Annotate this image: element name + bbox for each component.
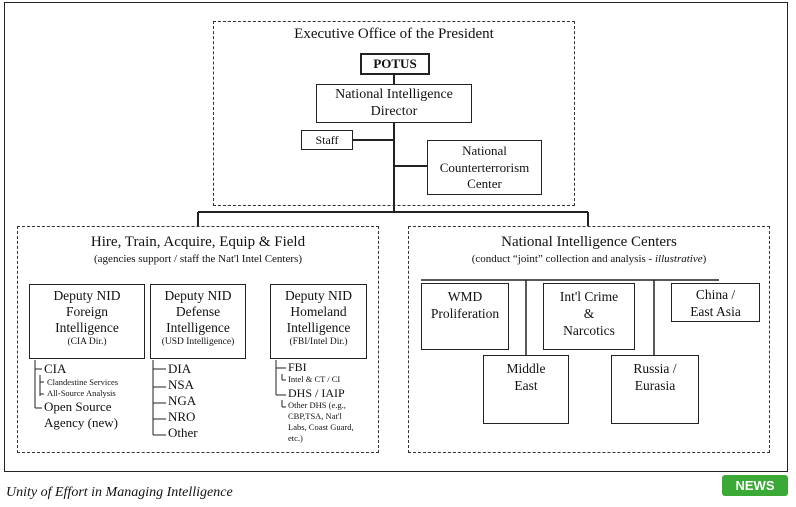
defense-list: DIA NSA NGA NRO Other [168, 361, 248, 441]
defense-item-other: Other [168, 425, 198, 440]
intel-centers-subtitle-end: ) [702, 253, 707, 265]
deputy-foreign-note: (CIA Dir.) [67, 337, 107, 347]
deputy-foreign-line1: Deputy NID [53, 288, 121, 303]
crime-line1: Int'l Crime [559, 289, 619, 304]
middle-east-line1: Middle [506, 361, 546, 376]
crime-line3: Narcotics [563, 323, 615, 338]
deputy-foreign-box: Deputy NID Foreign Intelligence (CIA Dir… [29, 284, 145, 359]
china-line1: China / [695, 287, 736, 302]
foreign-item-analysis: All-Source Analysis [47, 388, 116, 398]
staff-box: Staff [301, 130, 353, 150]
hire-train-container [17, 226, 379, 453]
dni-label-line1: National Intelligence [335, 87, 453, 102]
homeland-item-intel-ct: Intel & CT / CI [288, 374, 341, 384]
foreign-item-agency-new: Agency (new) [44, 415, 118, 430]
deputy-defense-line2: Defense [175, 304, 221, 319]
deputy-defense-line3: Intelligence [166, 320, 230, 335]
hire-train-subtitle: (agencies support / staff the Nat'l Inte… [94, 253, 302, 265]
foreign-list: CIA Clandestine Services All-Source Anal… [44, 361, 154, 431]
homeland-item-cbp-tsa: CBP,TSA, Nat'l [288, 411, 342, 421]
staff-label: Staff [315, 133, 339, 147]
defense-item-nga: NGA [168, 393, 197, 408]
foreign-item-clandestine: Clandestine Services [47, 377, 119, 387]
russia-line2: Eurasia [634, 378, 676, 393]
intel-centers-container [408, 226, 770, 453]
deputy-foreign-line3: Intelligence [55, 320, 119, 335]
defense-item-nsa: NSA [168, 377, 195, 392]
potus-label: POTUS [373, 56, 417, 71]
diagram-frame [4, 2, 788, 472]
intel-centers-subtitle-italic: illustrative [654, 253, 703, 265]
intel-centers-subtitle: (conduct “joint” collection and analysis… [408, 253, 770, 265]
news-logo: NEWS [722, 475, 788, 496]
dni-label-line2: Director [370, 103, 418, 119]
homeland-list: FBI Intel & CT / CI DHS / IAIP Other DHS… [288, 361, 374, 444]
executive-office-container [213, 21, 575, 206]
homeland-item-fbi: FBI [288, 360, 307, 374]
middle-east-line2: East [514, 378, 538, 393]
intel-centers-title: National Intelligence Centers [501, 234, 677, 250]
homeland-item-dhs-iaip: DHS / IAIP [288, 386, 345, 400]
nctc-label-line3: Center [467, 176, 502, 191]
wmd-line2: Proliferation [430, 306, 500, 321]
deputy-foreign-line2: Foreign [66, 304, 108, 319]
executive-office-title: Executive Office of the President [294, 26, 494, 42]
defense-item-nro: NRO [168, 409, 196, 424]
foreign-item-open-source: Open Source [44, 399, 112, 414]
wmd-box: WMD Proliferation [421, 283, 509, 350]
defense-item-dia: DIA [168, 361, 192, 376]
nctc-label-line2: Counterterrorism [439, 159, 530, 175]
figure-caption: Unity of Effort in Managing Intelligence [6, 485, 233, 500]
russia-box: Russia / Eurasia [611, 355, 699, 424]
deputy-defense-note: (USD Intelligence) [161, 337, 235, 347]
deputy-homeland-line2: Homeland [290, 304, 347, 319]
deputy-defense-box: Deputy NID Defense Intelligence (USD Int… [150, 284, 246, 359]
middle-east-box: Middle East [483, 355, 569, 424]
nctc-label-line1: National [462, 143, 507, 158]
homeland-item-etc: etc.) [288, 433, 303, 443]
intel-centers-subtitle-text: (conduct “joint” collection and analysis… [471, 253, 655, 265]
deputy-homeland-line1: Deputy NID [284, 288, 353, 303]
homeland-item-labs: Labs, Coast Guard, [288, 422, 354, 432]
deputy-homeland-note: (FBI/Intel Dir.) [289, 337, 348, 347]
hire-train-title: Hire, Train, Acquire, Equip & Field [90, 234, 306, 250]
deputy-homeland-line3: Intelligence [286, 320, 351, 335]
crime-box: Int'l Crime & Narcotics [543, 283, 635, 350]
dni-box: National Intelligence Director [316, 84, 472, 123]
potus-box: POTUS [360, 53, 430, 75]
foreign-item-cia: CIA [44, 361, 67, 376]
china-line2: East Asia [690, 304, 741, 319]
nctc-box: National Counterterrorism Center [427, 140, 542, 195]
wmd-line1: WMD [447, 289, 483, 304]
deputy-defense-line1: Deputy NID [164, 288, 232, 303]
homeland-item-other-dhs: Other DHS (e.g., [288, 400, 346, 410]
crime-line2: & [583, 306, 595, 321]
deputy-homeland-box: Deputy NID Homeland Intelligence (FBI/In… [270, 284, 367, 359]
russia-line1: Russia / [633, 361, 677, 376]
china-box: China / East Asia [671, 283, 760, 322]
